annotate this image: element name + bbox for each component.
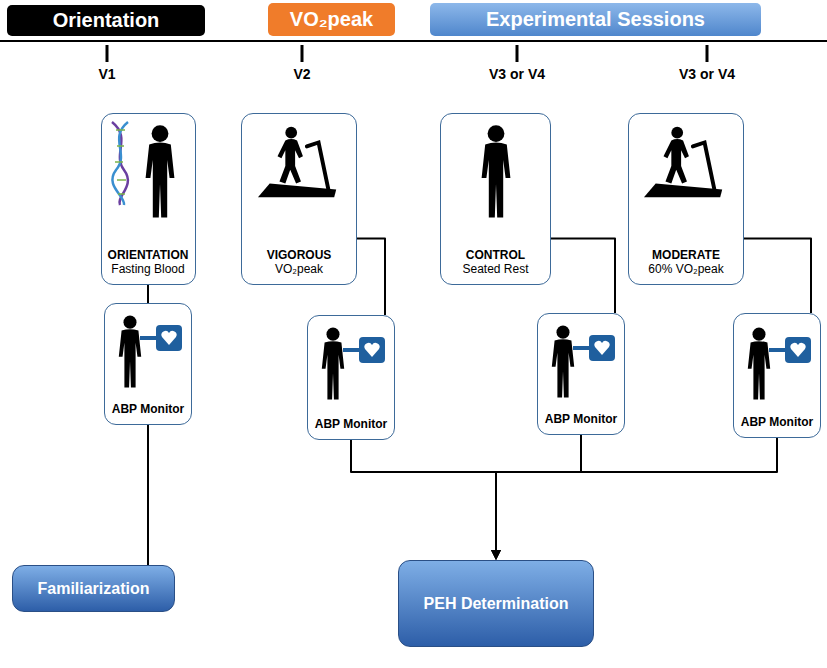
node-label: ABP Monitor — [112, 402, 184, 416]
connector — [147, 425, 149, 565]
abp-icon — [748, 328, 811, 400]
connector — [357, 239, 385, 315]
node-label: PEH Determination — [424, 595, 569, 613]
session-title: VIGOROUS — [267, 248, 332, 262]
phase-header: Orientation — [7, 5, 205, 36]
timeline — [0, 40, 827, 42]
visit-label: V2 — [293, 66, 310, 82]
phase-header: VO₂peak — [268, 3, 395, 36]
connector — [496, 438, 777, 559]
visit-label: V3 or V4 — [679, 66, 735, 82]
node-label: ABP Monitor — [545, 412, 617, 426]
session-box: MODERATE60% VO₂peak — [628, 113, 744, 285]
person-icon — [146, 125, 175, 217]
session-title: ORIENTATION — [108, 248, 189, 262]
session-title: MODERATE — [652, 248, 720, 262]
node-label: Familiarization — [37, 580, 149, 598]
node-label: 60% VO₂peak — [648, 262, 723, 276]
monitor-box: ABP Monitor — [733, 313, 821, 438]
abp-icon — [322, 328, 385, 400]
session-box: VIGOROUSVO₂peak — [241, 113, 357, 285]
abp-icon — [552, 326, 615, 398]
session-box: CONTROLSeated Rest — [440, 113, 551, 285]
node-label: Seated Rest — [462, 262, 528, 276]
session-box: ORIENTATIONFasting Blood — [101, 113, 196, 285]
monitor-box: ABP Monitor — [537, 313, 625, 435]
node-label: VO₂peak — [290, 8, 373, 31]
dna-icon — [112, 122, 128, 205]
connector — [551, 239, 615, 313]
monitor-box: ABP Monitor — [104, 303, 192, 425]
connector — [496, 435, 581, 559]
connector — [147, 285, 149, 303]
treadmill-icon — [258, 127, 336, 197]
node-label: Fasting Blood — [111, 262, 184, 276]
monitor-box: ABP Monitor — [307, 315, 395, 440]
node-label: ABP Monitor — [741, 415, 813, 429]
person-icon — [482, 125, 511, 217]
visit-label: V1 — [98, 66, 115, 82]
phase-header: Experimental Sessions — [430, 3, 761, 36]
connector — [744, 239, 811, 313]
connector — [351, 440, 496, 559]
session-title: CONTROL — [466, 248, 525, 262]
node-label: Orientation — [53, 9, 160, 32]
timeline-ticks — [107, 45, 707, 62]
outcome-box: PEH Determination — [398, 560, 594, 647]
abp-icon — [119, 316, 182, 388]
outcome-box: Familiarization — [12, 565, 175, 612]
node-label: VO₂peak — [275, 262, 323, 276]
visit-label: V3 or V4 — [489, 66, 545, 82]
node-label: ABP Monitor — [315, 417, 387, 431]
node-label: Experimental Sessions — [486, 8, 705, 31]
treadmill-icon — [644, 127, 722, 197]
